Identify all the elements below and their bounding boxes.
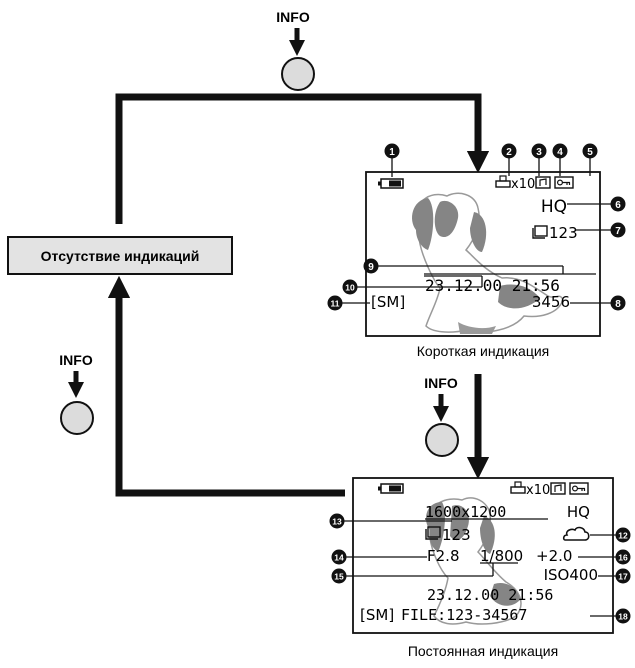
svg-text:1: 1 bbox=[389, 147, 395, 158]
svg-text:15: 15 bbox=[334, 572, 344, 582]
resolution-label: 1600x1200 bbox=[425, 503, 506, 521]
shutter-speed: 1/800 bbox=[480, 547, 523, 565]
svg-text:8: 8 bbox=[615, 299, 621, 310]
loop-arrow-to-no-display bbox=[107, 275, 345, 497]
svg-text:6: 6 bbox=[615, 200, 621, 211]
svg-text:4: 4 bbox=[557, 147, 563, 158]
callout-16: 16 bbox=[615, 549, 631, 565]
callout-11: 11 bbox=[327, 295, 343, 311]
info-label-left: INFO bbox=[59, 352, 93, 368]
short-display-caption: Короткая индикация bbox=[417, 343, 550, 359]
print-order-icon-long bbox=[510, 481, 526, 494]
callout-10: 10 bbox=[342, 279, 358, 295]
print-order-icon bbox=[495, 175, 511, 188]
info-button-middle[interactable] bbox=[425, 423, 459, 457]
info-label-middle: INFO bbox=[424, 375, 458, 391]
svg-text:11: 11 bbox=[331, 299, 340, 309]
callout-2: 2 bbox=[501, 143, 517, 159]
battery-icon-long bbox=[378, 483, 404, 494]
frame-count-icon-long bbox=[425, 526, 441, 540]
svg-text:9: 9 bbox=[368, 262, 374, 273]
quality-label-long: HQ bbox=[567, 503, 590, 521]
callout-9: 9 bbox=[363, 258, 379, 274]
callout-17: 17 bbox=[615, 568, 631, 584]
leader-lines bbox=[342, 158, 617, 617]
exposure-comp: +2.0 bbox=[536, 547, 572, 565]
file-number: FILE:123-34567 bbox=[401, 606, 527, 624]
protect-key-icon bbox=[554, 176, 574, 189]
svg-text:18: 18 bbox=[618, 612, 628, 622]
svg-text:2: 2 bbox=[506, 147, 512, 158]
print-count: x10 bbox=[511, 177, 535, 192]
info-button-left[interactable] bbox=[60, 401, 94, 435]
callout-4: 4 bbox=[552, 143, 568, 159]
long-display-screen: x10 1600x1200 HQ 123 F2.8 1/800 +2.0 ISO… bbox=[352, 477, 614, 634]
loop-arrow-to-short-display bbox=[115, 93, 490, 224]
info-button-top[interactable] bbox=[281, 57, 315, 91]
callout-18: 18 bbox=[615, 608, 631, 624]
date-time-long: 23.12.00 21:56 bbox=[427, 586, 553, 604]
callout-12: 12 bbox=[615, 527, 631, 543]
svg-text:12: 12 bbox=[618, 531, 628, 541]
callout-3: 3 bbox=[531, 143, 547, 159]
frame-count-long: 123 bbox=[442, 526, 471, 544]
quality-label: HQ bbox=[541, 197, 567, 217]
no-display-label: Отсутствие индикаций bbox=[41, 248, 200, 264]
svg-text:13: 13 bbox=[332, 517, 342, 527]
protect-key-icon-long bbox=[569, 482, 589, 495]
svg-text:17: 17 bbox=[618, 572, 628, 582]
svg-text:5: 5 bbox=[587, 147, 593, 158]
iso-label: ISO400 bbox=[544, 566, 598, 584]
svg-text:16: 16 bbox=[618, 553, 628, 563]
info-label-top: INFO bbox=[276, 9, 310, 25]
cloud-weather-icon bbox=[562, 526, 590, 541]
svg-text:14: 14 bbox=[334, 553, 344, 563]
date-time: 23.12.00 21:56 bbox=[425, 276, 560, 295]
frame-count-icon bbox=[532, 225, 548, 239]
callout-6: 6 bbox=[610, 196, 626, 212]
callout-13: 13 bbox=[329, 513, 345, 529]
svg-text:10: 10 bbox=[345, 283, 355, 293]
long-display-caption: Постоянная индикация bbox=[408, 643, 558, 659]
svg-text:3: 3 bbox=[536, 147, 542, 158]
svg-text:7: 7 bbox=[615, 226, 621, 237]
callout-15: 15 bbox=[331, 568, 347, 584]
callout-8: 8 bbox=[610, 295, 626, 311]
remaining-shots: 3456 bbox=[532, 293, 570, 311]
battery-icon bbox=[378, 178, 404, 189]
frame-count: 123 bbox=[549, 224, 578, 242]
aperture: F2.8 bbox=[427, 547, 459, 565]
callout-1: 1 bbox=[384, 143, 400, 159]
mode-indicator: [SM] bbox=[371, 293, 405, 311]
short-display-screen: x10 HQ 123 23.12.00 21:56 [SM] 3456 bbox=[365, 171, 601, 337]
print-count-long: x10 bbox=[526, 483, 550, 498]
callout-7: 7 bbox=[610, 222, 626, 238]
no-display-box bbox=[7, 236, 233, 275]
mode-indicator-long: [SM] bbox=[360, 606, 394, 624]
voice-memo-icon-long bbox=[550, 482, 566, 495]
voice-memo-icon bbox=[535, 176, 551, 189]
dog-illustration-short bbox=[412, 192, 564, 334]
callout-5: 5 bbox=[582, 143, 598, 159]
callout-14: 14 bbox=[331, 549, 347, 565]
